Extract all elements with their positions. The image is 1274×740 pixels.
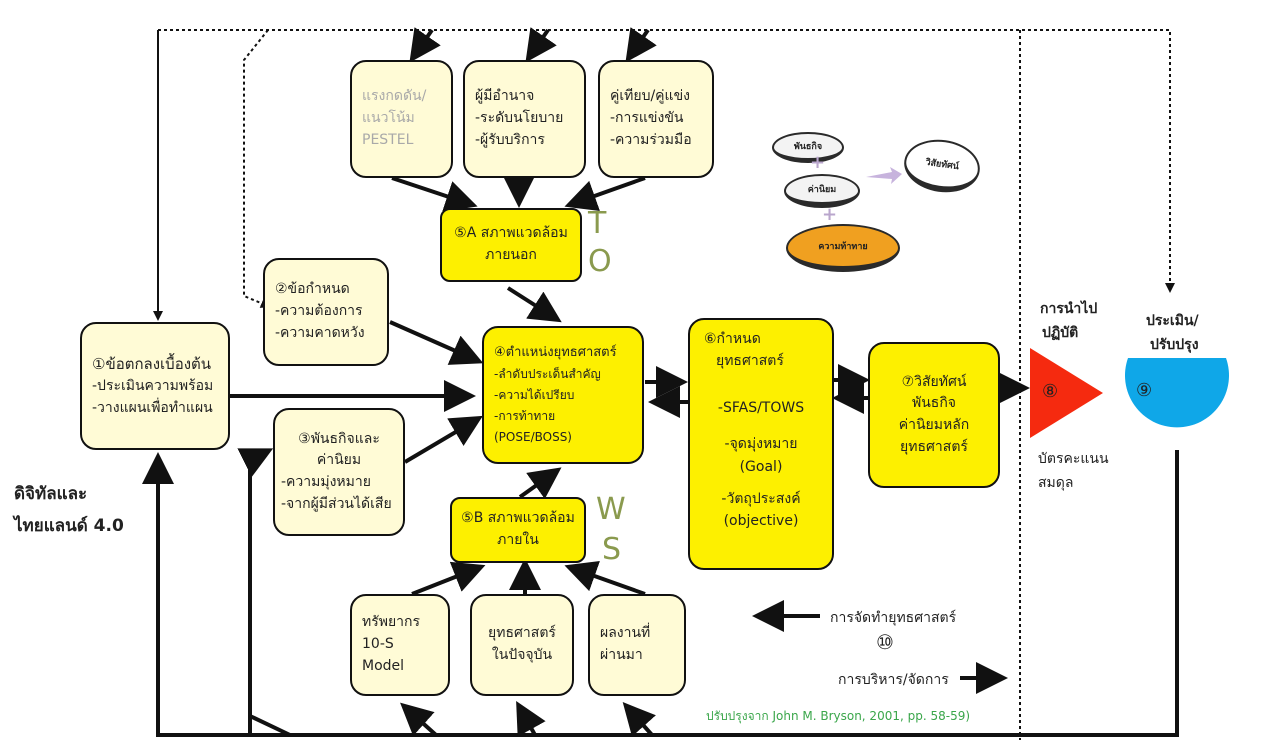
b5a-line-1: ภายนอก [485,247,537,263]
letter-t: T [588,206,607,241]
b3-line-1: ค่านิยม [316,452,362,469]
partners-line-3: -ความร่วมมือ [610,131,692,148]
arrow-to-vision-icon [866,167,902,184]
pestel-line-1: แรงกดดัน/ [362,88,427,105]
b4-line-3: -การท้าทาย [494,409,556,424]
initial-agreement-box: ①ข้อตกลงเบื้องต้น -ประเมินความพร้อม -วาง… [80,322,230,450]
b6-line-1: ยุทธศาสตร์ [716,353,784,370]
pestel-line-3: PESTEL [362,131,414,148]
letter-o: O [588,244,612,279]
implementation-triangle [1030,348,1103,438]
implement-title-1: การนำไป [1040,301,1098,317]
mission-pill: พันธกิจ [772,132,844,163]
vision-box: ⑦วิสัยทัศน์ พันธกิจ ค่านิยมหลัก ยุทธศาสต… [868,342,1000,488]
b4-line-2: -ความได้เปรียบ [494,388,575,403]
implement-number: ⑧ [1042,381,1059,402]
b2-title: ②ข้อกำหนด [275,281,350,298]
legend-planning: การจัดทำยุทธศาสตร์ [830,610,957,626]
legend-managing: การบริหาร/จัดการ [838,672,949,688]
b2-line-2: -ความคาดหวัง [275,324,365,341]
evaluate-number: ⑨ [1136,380,1153,401]
b6-line-3: -จุดมุ่งหมาย [724,436,798,453]
b6-line-2: -SFAS/TOWS [717,399,805,416]
strategy-formulation-box: ⑥กำหนด ยุทธศาสตร์ -SFAS/TOWS -จุดมุ่งหมา… [688,318,834,570]
mandates-box: ②ข้อกำหนด -ความต้องการ -ความคาดหวัง [263,258,389,366]
internal-environment-box: ⑤B สภาพแวดล้อม ภายใน [450,497,586,563]
evaluate-title-1: ประเมิน/ [1146,313,1199,329]
b2-line-1: -ความต้องการ [275,303,363,320]
b6-title: ⑥กำหนด [704,331,761,347]
b4-line-4: (POSE/BOSS) [494,430,572,445]
current-strategy-box: ยุทธศาสตร์ ในปัจจุบัน [470,594,574,696]
b6-line-6: (objective) [723,513,799,530]
b5b-line-1: ภายใน [497,532,539,548]
b7-title: ⑦วิสัยทัศน์ [901,373,967,390]
b1-line-1: -ประเมินความพร้อม [92,377,214,394]
legend-number: ⑩ [876,630,894,654]
b1-title: ①ข้อตกลงเบื้องต้น [92,354,212,373]
external-environment-box: ⑤A สภาพแวดล้อม ภายนอก [440,208,582,282]
strategic-position-box: ④ตำแหน่งยุทธศาสตร์ -ลำดับประเด็นสำคัญ -ค… [482,326,644,464]
current-line-2: ในปัจจุบัน [491,647,553,663]
partners-line-1: คู่เทียบ/คู่แข่ง [610,88,690,105]
b4-title: ④ตำแหน่งยุทธศาสตร์ [494,344,617,360]
b3-title: ③พันธกิจและ [298,430,380,447]
plus-sign-1: + [810,152,826,173]
partners-line-2: -การแข่งขัน [610,110,684,127]
b3-line-3: -จากผู้มีส่วนได้เสีย [281,495,392,512]
past-line-2: ผ่านมา [600,647,643,663]
challenge-pill: ความท้าทาย [786,224,900,272]
authority-line-1: ผู้มีอำนาจ [475,88,535,105]
values-pill: ค่านิยม [784,174,860,208]
implement-title-2: ปฏิบัติ [1042,325,1079,341]
b1-line-2: -วางแผนเพื่อทำแผน [92,399,213,416]
resources-box: ทรัพยากร 10-S Model [350,594,450,696]
evaluation-circle [1125,358,1229,428]
pestel-box: แรงกดดัน/ แนวโน้ม PESTEL [350,60,453,178]
resources-line-1: ทรัพยากร [362,614,421,631]
b7-line-2: ค่านิยมหลัก [898,417,970,433]
digital-caption-line-2: ไทยแลนด์ 4.0 [14,516,124,536]
letter-s: S [602,532,622,567]
letter-w: W [596,492,626,527]
implement-sub-1: บัตรคะแนน [1038,451,1109,467]
authority-line-3: -ผู้รับบริการ [475,131,545,148]
evaluate-title-2: ปรับปรุง [1150,337,1199,353]
resources-line-3: Model [362,657,405,674]
resources-line-2: 10-S [362,636,394,653]
b3-line-2: -ความมุ่งหมาย [281,474,371,490]
past-performance-box: ผลงานที่ ผ่านมา [588,594,686,696]
implement-sub-2: สมดุล [1038,475,1074,491]
digital-caption-line-1: ดิจิทัลและ [14,484,88,504]
b7-line-1: พันธกิจ [911,395,957,412]
b5a-title: ⑤A สภาพแวดล้อม [454,225,568,242]
current-line-1: ยุทธศาสตร์ [488,625,556,642]
b4-line-1: -ลำดับประเด็นสำคัญ [494,367,601,382]
past-line-1: ผลงานที่ [600,625,651,642]
pestel-line-2: แนวโน้ม [362,110,415,127]
authority-box: ผู้มีอำนาจ -ระดับนโยบาย -ผู้รับบริการ [463,60,586,178]
b6-line-4: (Goal) [739,458,783,475]
b6-line-5: -วัตถุประสงค์ [721,490,801,507]
partners-box: คู่เทียบ/คู่แข่ง -การแข่งขัน -ความร่วมมื… [598,60,714,178]
authority-line-2: -ระดับนโยบาย [475,110,564,127]
plus-sign-2: + [822,204,838,225]
mission-values-box: ③พันธกิจและ ค่านิยม -ความมุ่งหมาย -จากผู… [273,408,405,536]
b5b-title: ⑤B สภาพแวดล้อม [461,510,575,527]
source-citation: ปรับปรุงจาก John M. Bryson, 2001, pp. 58… [706,709,971,723]
b7-line-3: ยุทธศาสตร์ [900,438,968,455]
